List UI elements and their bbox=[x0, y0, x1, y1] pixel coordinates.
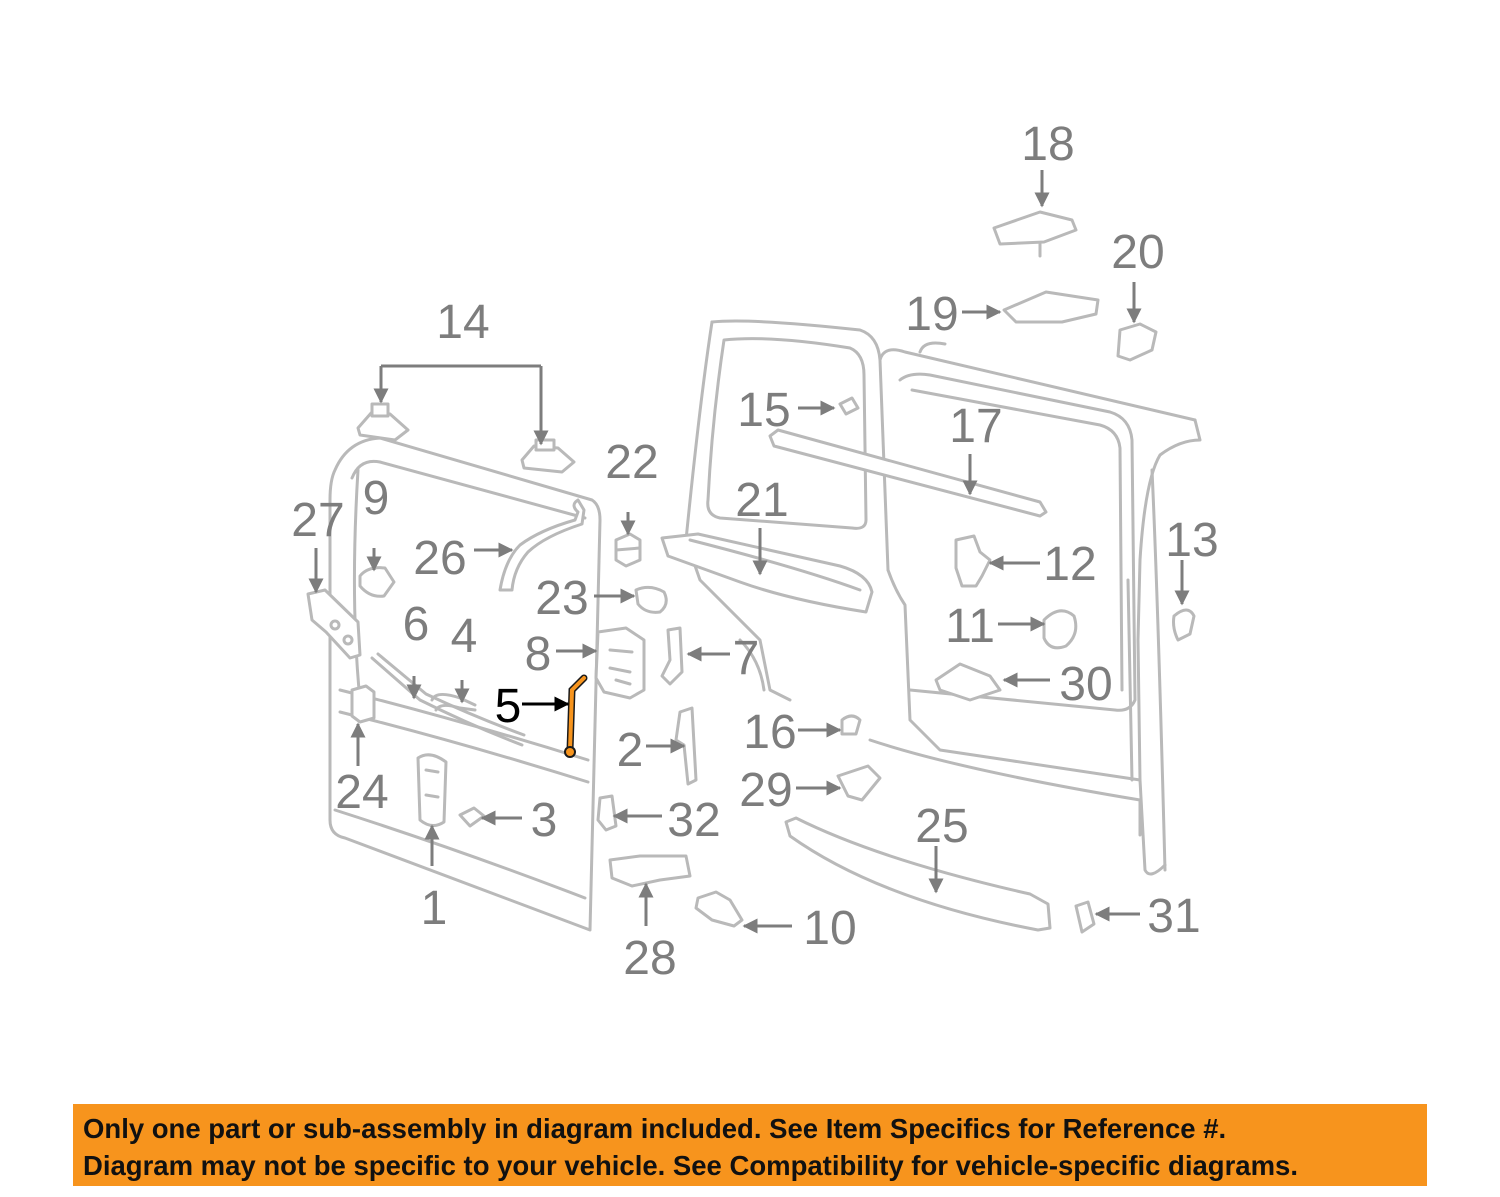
callout-4: 4 bbox=[451, 610, 478, 663]
callout-25: 25 bbox=[915, 800, 968, 853]
callout-21: 21 bbox=[735, 474, 788, 527]
callout-28: 28 bbox=[623, 932, 676, 985]
callout-29: 29 bbox=[739, 764, 792, 817]
callout-9: 9 bbox=[363, 472, 390, 525]
callout-15: 15 bbox=[737, 384, 790, 437]
callout-32: 32 bbox=[667, 794, 720, 847]
disclaimer-line-2: Diagram may not be specific to your vehi… bbox=[83, 1150, 1298, 1181]
callout-17: 17 bbox=[949, 400, 1002, 453]
callout-labels: 18 20 19 14 15 17 22 21 27 9 26 12 13 23… bbox=[291, 118, 1218, 985]
callout-26: 26 bbox=[413, 532, 466, 585]
disclaimer-banner: Only one part or sub-assembly in diagram… bbox=[73, 1104, 1427, 1186]
callout-30: 30 bbox=[1059, 658, 1112, 711]
van-body-drawing bbox=[684, 319, 1202, 876]
callout-7: 7 bbox=[733, 632, 760, 685]
callout-6: 6 bbox=[403, 598, 430, 651]
callout-10: 10 bbox=[803, 902, 856, 955]
leader-lines bbox=[308, 170, 1190, 934]
callout-23: 23 bbox=[535, 572, 588, 625]
callout-13: 13 bbox=[1165, 514, 1218, 567]
callout-22: 22 bbox=[605, 436, 658, 489]
callout-3: 3 bbox=[531, 794, 558, 847]
callout-2: 2 bbox=[617, 724, 644, 777]
callout-5: 5 bbox=[495, 680, 522, 733]
callout-11: 11 bbox=[945, 600, 995, 653]
callout-31: 31 bbox=[1147, 890, 1200, 943]
callout-14: 14 bbox=[436, 296, 489, 349]
callout-19: 19 bbox=[905, 288, 958, 341]
callout-24: 24 bbox=[335, 766, 388, 819]
callout-18: 18 bbox=[1021, 118, 1074, 171]
callout-12: 12 bbox=[1043, 538, 1096, 591]
part-shapes bbox=[306, 210, 1196, 934]
disclaimer-line-1: Only one part or sub-assembly in diagram… bbox=[83, 1113, 1227, 1144]
callout-16: 16 bbox=[743, 706, 796, 759]
callout-8: 8 bbox=[525, 628, 552, 681]
callout-1: 1 bbox=[421, 882, 448, 935]
callout-20: 20 bbox=[1111, 226, 1164, 279]
callout-27: 27 bbox=[291, 494, 344, 547]
